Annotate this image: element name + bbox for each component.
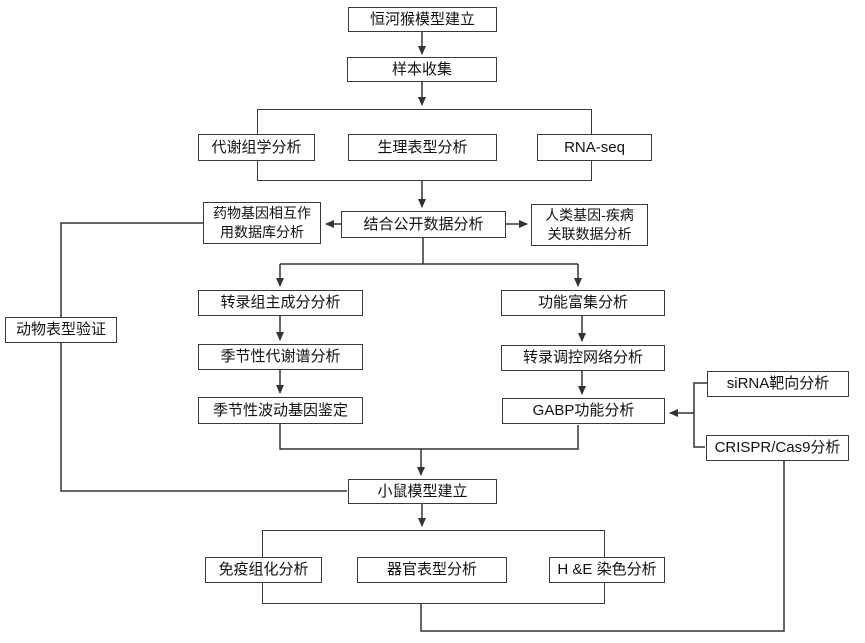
node-label: CRISPR/Cas9分析 xyxy=(714,439,841,457)
node-animal-phenotype: 动物表型验证 xyxy=(5,317,117,343)
node-drug-gene-db: 药物基因相互作 用数据库分析 xyxy=(203,202,321,244)
node-label: 生理表型分析 xyxy=(377,138,468,156)
node-metabolomics: 代谢组学分析 xyxy=(198,134,315,161)
node-label: siRNA靶向分析 xyxy=(726,375,830,393)
node-label-line2: 用数据库分析 xyxy=(220,224,304,240)
node-public-data: 结合公开数据分析 xyxy=(341,211,506,238)
node-label: 代谢组学分析 xyxy=(211,138,302,156)
node-label: 器官表型分析 xyxy=(386,561,477,579)
node-label: 功能富集分析 xyxy=(537,294,628,312)
node-label: 样本收集 xyxy=(391,60,452,78)
node-label: GABP功能分析 xyxy=(532,402,635,420)
node-human-gene-disease: 人类基因-疾病 关联数据分析 xyxy=(531,204,648,246)
node-label: 小鼠模型建立 xyxy=(377,482,468,500)
node-label: 转录组主成分分析 xyxy=(220,294,341,312)
node-seasonal-gene: 季节性波动基因鉴定 xyxy=(198,397,363,424)
node-functional-enrichment: 功能富集分析 xyxy=(501,290,665,316)
node-immunohistochemistry: 免疫组化分析 xyxy=(205,557,322,583)
node-label: H &E 染色分析 xyxy=(557,561,657,579)
node-he-staining: H &E 染色分析 xyxy=(549,557,665,583)
node-sirna: siRNA靶向分析 xyxy=(707,371,849,397)
node-label: 季节性波动基因鉴定 xyxy=(212,401,348,419)
node-label-line1: 药物基因相互作 xyxy=(213,205,311,222)
node-physiological-phenotype: 生理表型分析 xyxy=(348,134,497,161)
node-organ-phenotype: 器官表型分析 xyxy=(357,557,507,583)
node-label: 恒河猴模型建立 xyxy=(369,10,475,28)
node-label: 动物表型验证 xyxy=(15,321,106,339)
node-label: 季节性代谢谱分析 xyxy=(220,348,341,366)
node-seasonal-metabolic: 季节性代谢谱分析 xyxy=(198,344,363,370)
node-label: 结合公开数据分析 xyxy=(363,215,484,233)
node-label: 转录调控网络分析 xyxy=(522,349,643,367)
node-sample-collection: 样本收集 xyxy=(347,57,497,82)
node-label: 免疫组化分析 xyxy=(218,561,309,579)
node-label: RNA-seq xyxy=(564,138,625,156)
node-label-line1: 人类基因-疾病 xyxy=(545,207,634,224)
node-crispr: CRISPR/Cas9分析 xyxy=(706,435,849,461)
node-mouse-model: 小鼠模型建立 xyxy=(348,479,497,504)
node-label-line2: 关联数据分析 xyxy=(547,226,632,242)
node-gabp: GABP功能分析 xyxy=(502,398,665,424)
node-rna-seq: RNA-seq xyxy=(537,134,652,161)
node-transcription-network: 转录调控网络分析 xyxy=(501,345,665,371)
node-monkey-model: 恒河猴模型建立 xyxy=(348,7,497,32)
node-pca: 转录组主成分分析 xyxy=(198,290,363,316)
